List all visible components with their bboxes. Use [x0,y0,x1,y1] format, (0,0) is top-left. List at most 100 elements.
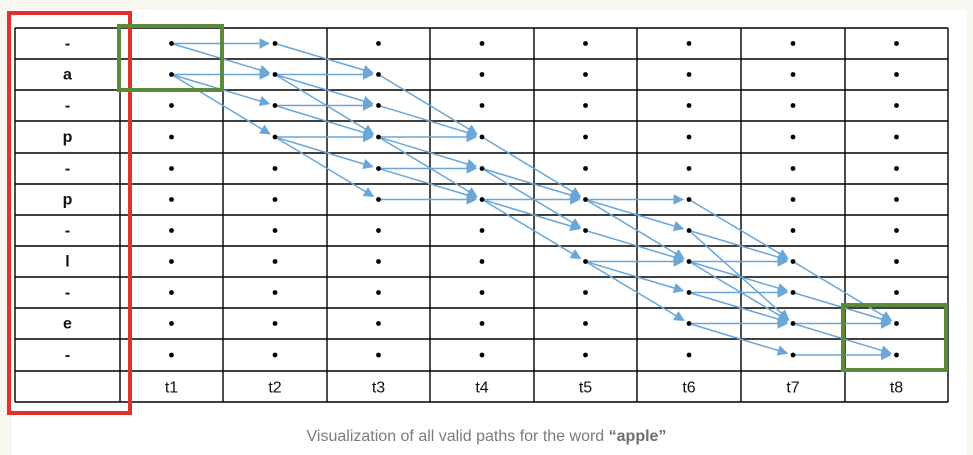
path-arrow [378,136,478,198]
grid-dot [272,228,278,233]
path-arrow [688,322,789,356]
row-labels: -a-p-p-l-e- [63,36,73,365]
grid-dot [686,352,692,358]
path-arrow [274,73,374,107]
grid-dot [790,352,796,358]
grid-dot [894,259,899,264]
row-label: a [63,67,72,84]
path-arrow [688,260,789,294]
grid-dot [790,103,796,108]
column-label: t5 [579,380,592,397]
row-label: e [63,316,72,333]
path-arrow [585,260,685,294]
grid-dot [169,197,174,202]
grid-dot [894,352,899,358]
column-label: t1 [165,380,178,397]
grid-dot [272,166,278,171]
grid-dot [894,197,899,202]
grid-dot [479,197,485,202]
path-arrow [481,167,582,229]
grid-dot [169,41,174,46]
row-label: - [65,223,70,240]
path-arrow [688,229,790,321]
grid-dot [583,197,588,202]
path-arrow [481,198,581,232]
grid-dot [894,321,899,326]
grid-dot [376,197,381,202]
path-arrow [688,229,789,263]
path-arrow [378,73,478,135]
path-arrow [481,136,582,198]
end-states-highlight [841,303,948,372]
row-label: - [65,285,70,302]
grid-dot [790,72,796,77]
path-arrow [688,260,789,322]
grid-dot [894,41,899,46]
row-label: p [63,192,73,209]
grid-dot [376,72,381,77]
grid-dot [583,352,588,358]
grid-dot [686,228,692,233]
highlight-boxes [7,11,948,415]
grid-dot [894,290,899,295]
path-arrow [274,42,374,76]
grid-dot [790,134,796,140]
grid-dot [894,228,899,233]
grid-dot [583,72,588,77]
column-label: t8 [890,380,903,397]
grid-dot [894,103,899,108]
grid-dot [583,228,588,233]
grid-dot [790,41,796,46]
grid-dot [272,352,278,358]
grid-dot [583,290,588,295]
grid-dot [376,228,381,233]
grid-dot [169,166,174,171]
grid-dot [790,197,796,202]
path-arrow [378,104,478,138]
grid-dot [169,103,174,108]
grid-dot [894,166,899,171]
grid-dot [376,259,381,264]
grid-dot [686,134,692,140]
grid-dot [272,103,278,108]
grid-dot [790,259,796,264]
label-column-highlight [7,11,132,415]
grid-dot [790,290,796,295]
grid-dot [583,166,588,171]
path-arrow [481,167,581,201]
grid-dot [894,134,899,140]
grid-dot [272,41,278,46]
column-label: t2 [268,380,281,397]
grid-dot [479,290,485,295]
caption-word: “apple” [608,428,667,445]
grid-dot [686,166,692,171]
grid-dot [583,103,588,108]
grid-dot [686,259,692,264]
path-arrow [688,291,789,325]
grid-dot [169,321,174,326]
grid-dot [272,290,278,295]
caption-prefix: Visualization of all valid paths for the… [306,428,609,445]
grid-dot [169,72,174,77]
grid-dot [479,72,485,77]
grid-dot [790,166,796,171]
grid-dot [479,166,485,171]
grid-dot [686,290,692,295]
column-label: t7 [786,380,799,397]
grid-dot [169,290,174,295]
grid-dot [376,352,381,358]
grid-dot [272,259,278,264]
path-arrow [274,136,375,198]
path-arrow [171,73,271,135]
path-arrow [378,136,478,170]
grid-dot [686,41,692,46]
grid-dot [169,228,174,233]
path-arrow [585,198,685,232]
grid-dot [686,72,692,77]
grid-dot [686,103,692,108]
grid-dot [894,72,899,77]
grid-dot [790,321,796,326]
column-label: t3 [372,380,385,397]
grid-dot [479,103,485,108]
grid-dot [479,134,485,140]
